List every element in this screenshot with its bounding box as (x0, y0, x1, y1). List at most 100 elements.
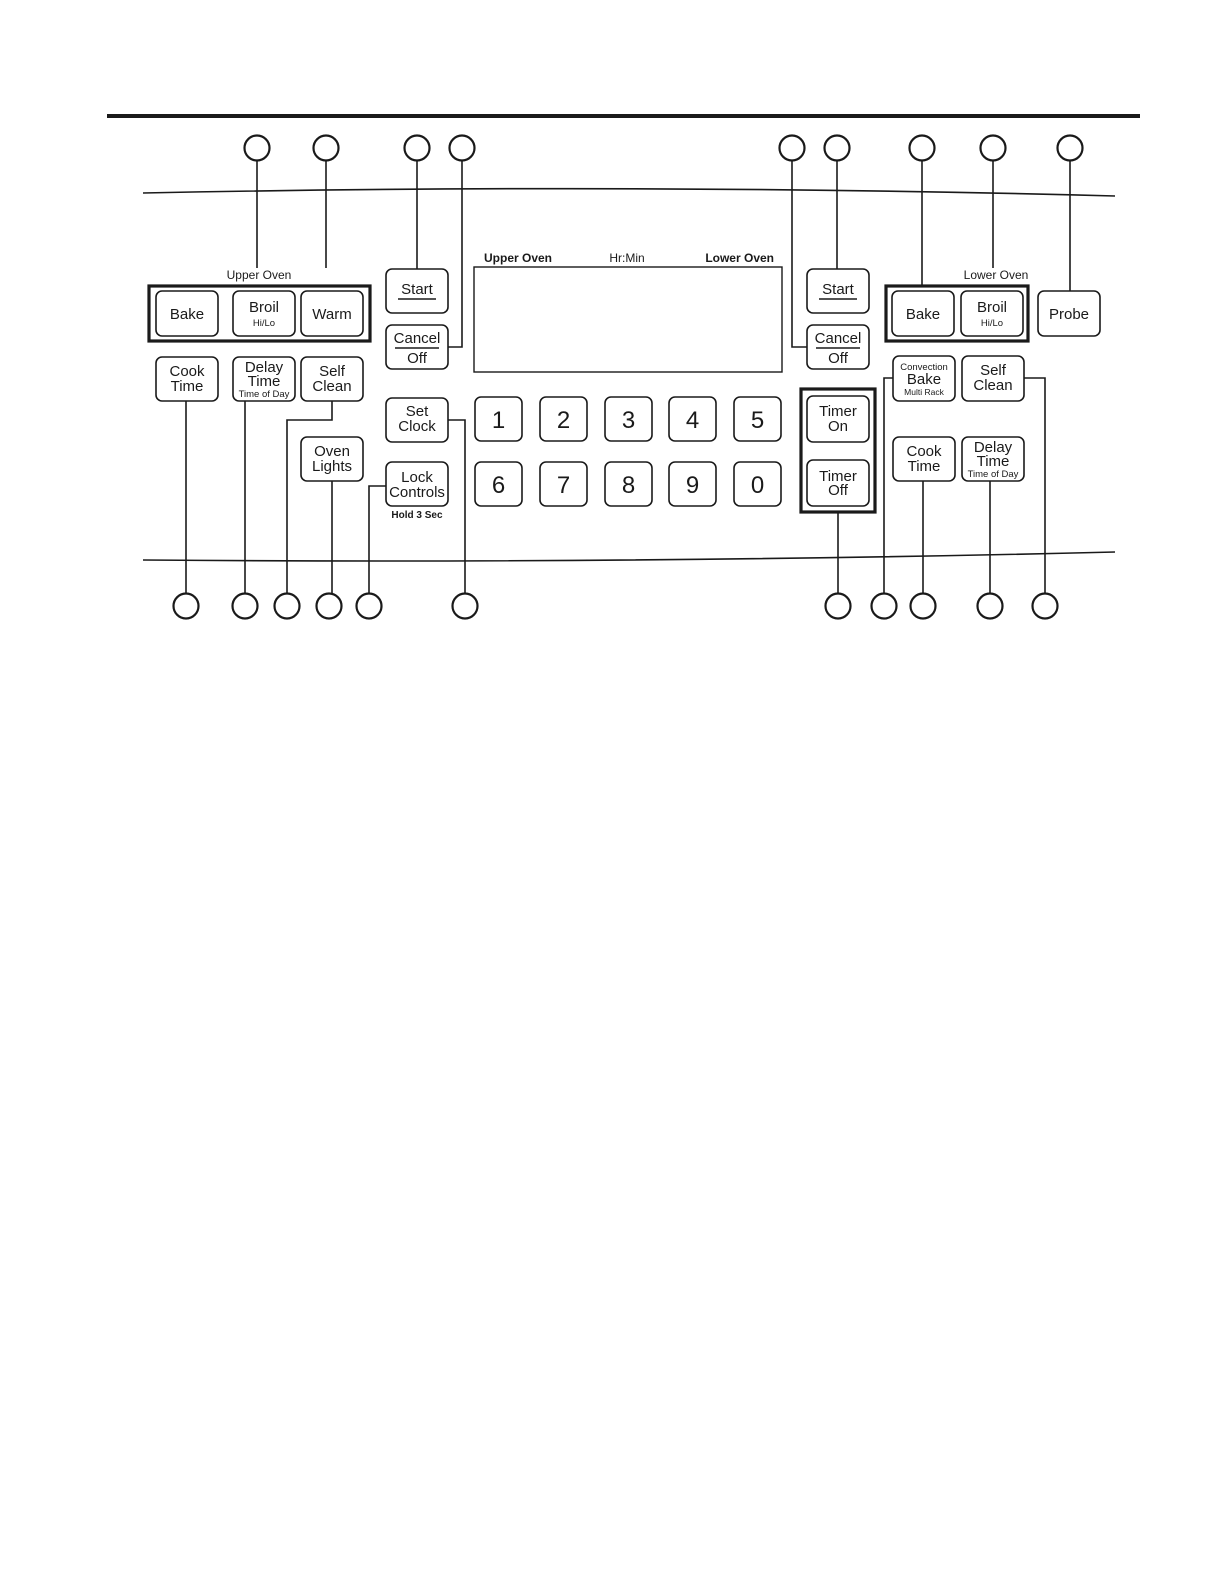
display-label-hr-min: Hr:Min (609, 251, 644, 265)
keypad-key-4[interactable]: 4 (668, 396, 717, 442)
upper-delay-time-label-1: Delay (245, 359, 284, 376)
callout-circle (976, 592, 1004, 620)
lower-broil-sublabel: Hi/Lo (981, 318, 1003, 329)
callout-circle (451, 592, 479, 620)
callout-circle (1056, 134, 1084, 162)
display-screen (473, 266, 783, 373)
start-right-label: Start (822, 281, 855, 298)
callout-circle (824, 592, 852, 620)
upper-delay-time-button[interactable]: Delay Time Time of Day (232, 356, 296, 402)
callout-circle (355, 592, 383, 620)
lower-self-clean-button[interactable]: Self Clean (961, 355, 1025, 402)
convection-label-2: Bake (907, 371, 941, 388)
lower-broil-label: Broil (977, 299, 1007, 316)
lower-broil-button[interactable]: Broil Hi/Lo (960, 290, 1024, 337)
keypad: 1 2 3 4 5 6 7 8 (474, 396, 782, 507)
timer-group-box (799, 387, 877, 514)
keypad-key-0[interactable]: 0 (733, 461, 782, 507)
display-label-lower-oven: Lower Oven (705, 251, 774, 265)
cancel-right-button[interactable]: Cancel Off (806, 324, 870, 370)
upper-self-clean-label-1: Self (319, 363, 346, 380)
upper-self-clean-button[interactable]: Self Clean (300, 356, 364, 402)
upper-oven-group-box (147, 284, 372, 343)
upper-cook-time-button[interactable]: Cook Time (155, 356, 219, 402)
upper-self-clean-label-2: Clean (312, 378, 351, 395)
keypad-key-9[interactable]: 9 (668, 461, 717, 507)
callout-circle (273, 592, 301, 620)
upper-delay-time-label-2: Time (248, 373, 281, 390)
oven-lights-button[interactable]: Oven Lights (300, 436, 364, 482)
start-left-button[interactable]: Start (385, 268, 449, 314)
keypad-key-1[interactable]: 1 (474, 396, 523, 442)
callout-circle (403, 134, 431, 162)
keypad-key-8[interactable]: 8 (604, 461, 653, 507)
lower-delay-time-sublabel: Time of Day (968, 469, 1019, 480)
set-clock-label-1: Set (406, 403, 429, 420)
keypad-key-6[interactable]: 6 (474, 461, 523, 507)
callout-circle (231, 592, 259, 620)
lower-oven-group-box (884, 284, 1030, 343)
keypad-key-label: 2 (557, 407, 570, 434)
lower-delay-time-label-1: Delay (974, 439, 1013, 456)
keypad-key-label: 7 (557, 472, 570, 499)
convection-label-3: Multi Rack (904, 387, 944, 397)
keypad-key-label: 0 (751, 472, 764, 499)
callout-circle (979, 134, 1007, 162)
cancel-left-button[interactable]: Cancel Off (385, 324, 449, 370)
lock-controls-label-2: Controls (389, 484, 445, 501)
lock-controls-button[interactable]: Lock Controls (385, 461, 449, 507)
callout-circle (823, 134, 851, 162)
lock-controls-hint: Hold 3 Sec (391, 510, 443, 521)
timer-off-label-2: Off (828, 482, 849, 499)
keypad-key-label: 1 (492, 407, 505, 434)
cancel-left-label-1: Cancel (394, 330, 441, 347)
upper-warm-button[interactable]: Warm (300, 290, 364, 337)
lower-oven-group-label: Lower Oven (964, 268, 1029, 282)
cancel-right-label-2: Off (828, 350, 849, 367)
lower-bake-button[interactable]: Bake (891, 290, 955, 337)
probe-button[interactable]: Probe (1037, 290, 1101, 337)
keypad-key-5[interactable]: 5 (733, 396, 782, 442)
callout-circle (870, 592, 898, 620)
callout-circle (778, 134, 806, 162)
callout-circle (315, 592, 343, 620)
probe-label: Probe (1049, 306, 1089, 323)
upper-oven-group-label: Upper Oven (227, 268, 292, 282)
keypad-key-label: 6 (492, 472, 505, 499)
timer-off-label-1: Timer (819, 468, 857, 485)
panel-top-edge (142, 187, 1116, 197)
lock-controls-label-1: Lock (401, 469, 433, 486)
callout-circle (908, 134, 936, 162)
start-right-button[interactable]: Start (806, 268, 870, 314)
lower-cook-time-label-2: Time (908, 458, 941, 475)
upper-broil-button[interactable]: Broil Hi/Lo (232, 290, 296, 337)
upper-broil-sublabel: Hi/Lo (253, 318, 275, 329)
set-clock-button[interactable]: Set Clock (385, 397, 449, 443)
keypad-key-2[interactable]: 2 (539, 396, 588, 442)
callout-circle (909, 592, 937, 620)
callout-circle (172, 592, 200, 620)
keypad-key-7[interactable]: 7 (539, 461, 588, 507)
cancel-right-label-1: Cancel (815, 330, 862, 347)
upper-cook-time-label-2: Time (171, 378, 204, 395)
callout-circles (172, 134, 1084, 620)
timer-on-label-2: On (828, 418, 848, 435)
upper-bake-button[interactable]: Bake (155, 290, 219, 337)
upper-bake-label: Bake (170, 306, 204, 323)
upper-warm-label: Warm (312, 306, 351, 323)
keypad-key-3[interactable]: 3 (604, 396, 653, 442)
lower-delay-time-button[interactable]: Delay Time Time of Day (961, 436, 1025, 482)
oven-lights-label-2: Lights (312, 458, 352, 475)
leader-lines (185, 160, 1071, 593)
set-clock-label-2: Clock (398, 418, 436, 435)
convection-bake-button[interactable]: Convection Bake Multi Rack (892, 355, 956, 402)
timer-on-button[interactable]: Timer On (806, 395, 870, 443)
timer-off-button[interactable]: Timer Off (806, 459, 870, 507)
callout-circle (312, 134, 340, 162)
lower-cook-time-button[interactable]: Cook Time (892, 436, 956, 482)
upper-broil-label: Broil (249, 299, 279, 316)
lower-delay-time-label-2: Time (977, 453, 1010, 470)
keypad-key-label: 3 (622, 407, 635, 434)
callout-circle (1031, 592, 1059, 620)
